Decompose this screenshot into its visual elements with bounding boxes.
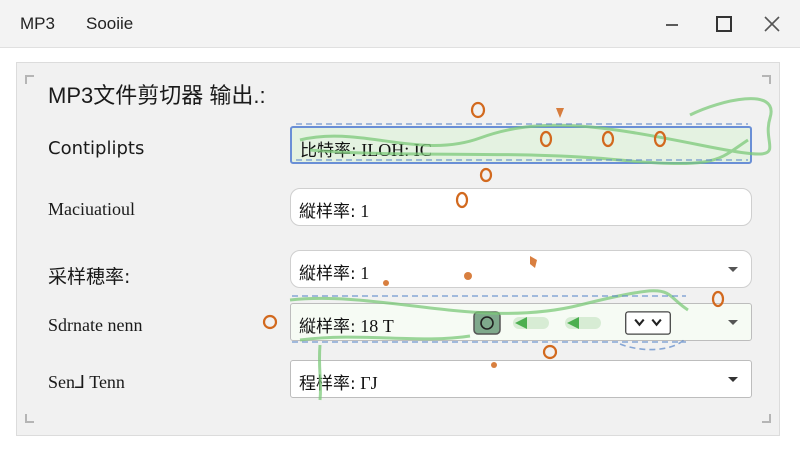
- menu-item-sooiie[interactable]: Sooiie: [86, 14, 134, 33]
- sample-rate-select-1-prefix: 縦样率:: [299, 264, 356, 284]
- maximize-icon: [716, 16, 732, 32]
- sample-rate-select-1-value: 1: [360, 263, 370, 283]
- bitrate-field-value: ILOH: IC: [361, 140, 432, 160]
- row-label-sdrnate-nenn: Sdrnate nenn: [48, 315, 143, 335]
- row-label-sample-rate: 采样穂率:: [48, 266, 131, 288]
- chevron-down-icon: [728, 377, 738, 382]
- row-label-maciuatioul: Maciuatioul: [48, 199, 135, 219]
- minimize-icon: [666, 24, 678, 26]
- slider-thumb-icon[interactable]: [511, 311, 551, 335]
- sample-rate-select-2-prefix: 縦样率:: [299, 317, 356, 337]
- bitrate-field[interactable]: 比特率: ILOH: IC: [290, 126, 752, 164]
- row-label-sen-tenn: Sen⅃ Tenn: [48, 372, 125, 392]
- panel-corner-br: [762, 414, 771, 423]
- row-label-contiplipts: Contiplipts: [48, 138, 145, 159]
- sample-rate-field-1-value: 1: [360, 201, 370, 221]
- chevron-down-icon: [728, 320, 738, 325]
- sample-rate-select-3-prefix: 程样率:: [299, 374, 356, 394]
- sample-rate-select-2-value: 18 T: [360, 316, 394, 336]
- close-icon: [764, 16, 780, 32]
- panel-title: MP3文件剪切器 输出.:: [48, 83, 266, 108]
- panel-corner-tr: [762, 75, 771, 84]
- panel-corner-bl: [25, 414, 34, 423]
- chevron-down-icon: [728, 267, 738, 272]
- bitrate-field-prefix: 比特率:: [300, 141, 357, 161]
- sample-rate-select-1[interactable]: 縦样率: 1: [290, 250, 752, 288]
- maximize-button[interactable]: [704, 8, 744, 40]
- sample-rate-select-2[interactable]: 縦样率: 18 T: [290, 303, 752, 341]
- search-toggle-icon[interactable]: [473, 311, 501, 335]
- close-button[interactable]: [752, 8, 792, 40]
- menu-item-mp3[interactable]: MP3: [20, 14, 55, 33]
- slider-thumb-icon-2[interactable]: [563, 311, 603, 335]
- panel-corner-tl: [25, 75, 34, 84]
- sample-rate-select-3-value: ΓJ: [360, 373, 378, 393]
- title-bar: MP3 Sooiie: [0, 0, 800, 48]
- sample-rate-field-1-prefix: 縦样率:: [299, 202, 356, 222]
- sample-rate-field-1[interactable]: 縦样率: 1: [290, 188, 752, 226]
- sample-rate-select-3[interactable]: 程样率: ΓJ: [290, 360, 752, 398]
- double-chevron-icon[interactable]: [621, 311, 675, 335]
- minimize-button[interactable]: [652, 8, 692, 40]
